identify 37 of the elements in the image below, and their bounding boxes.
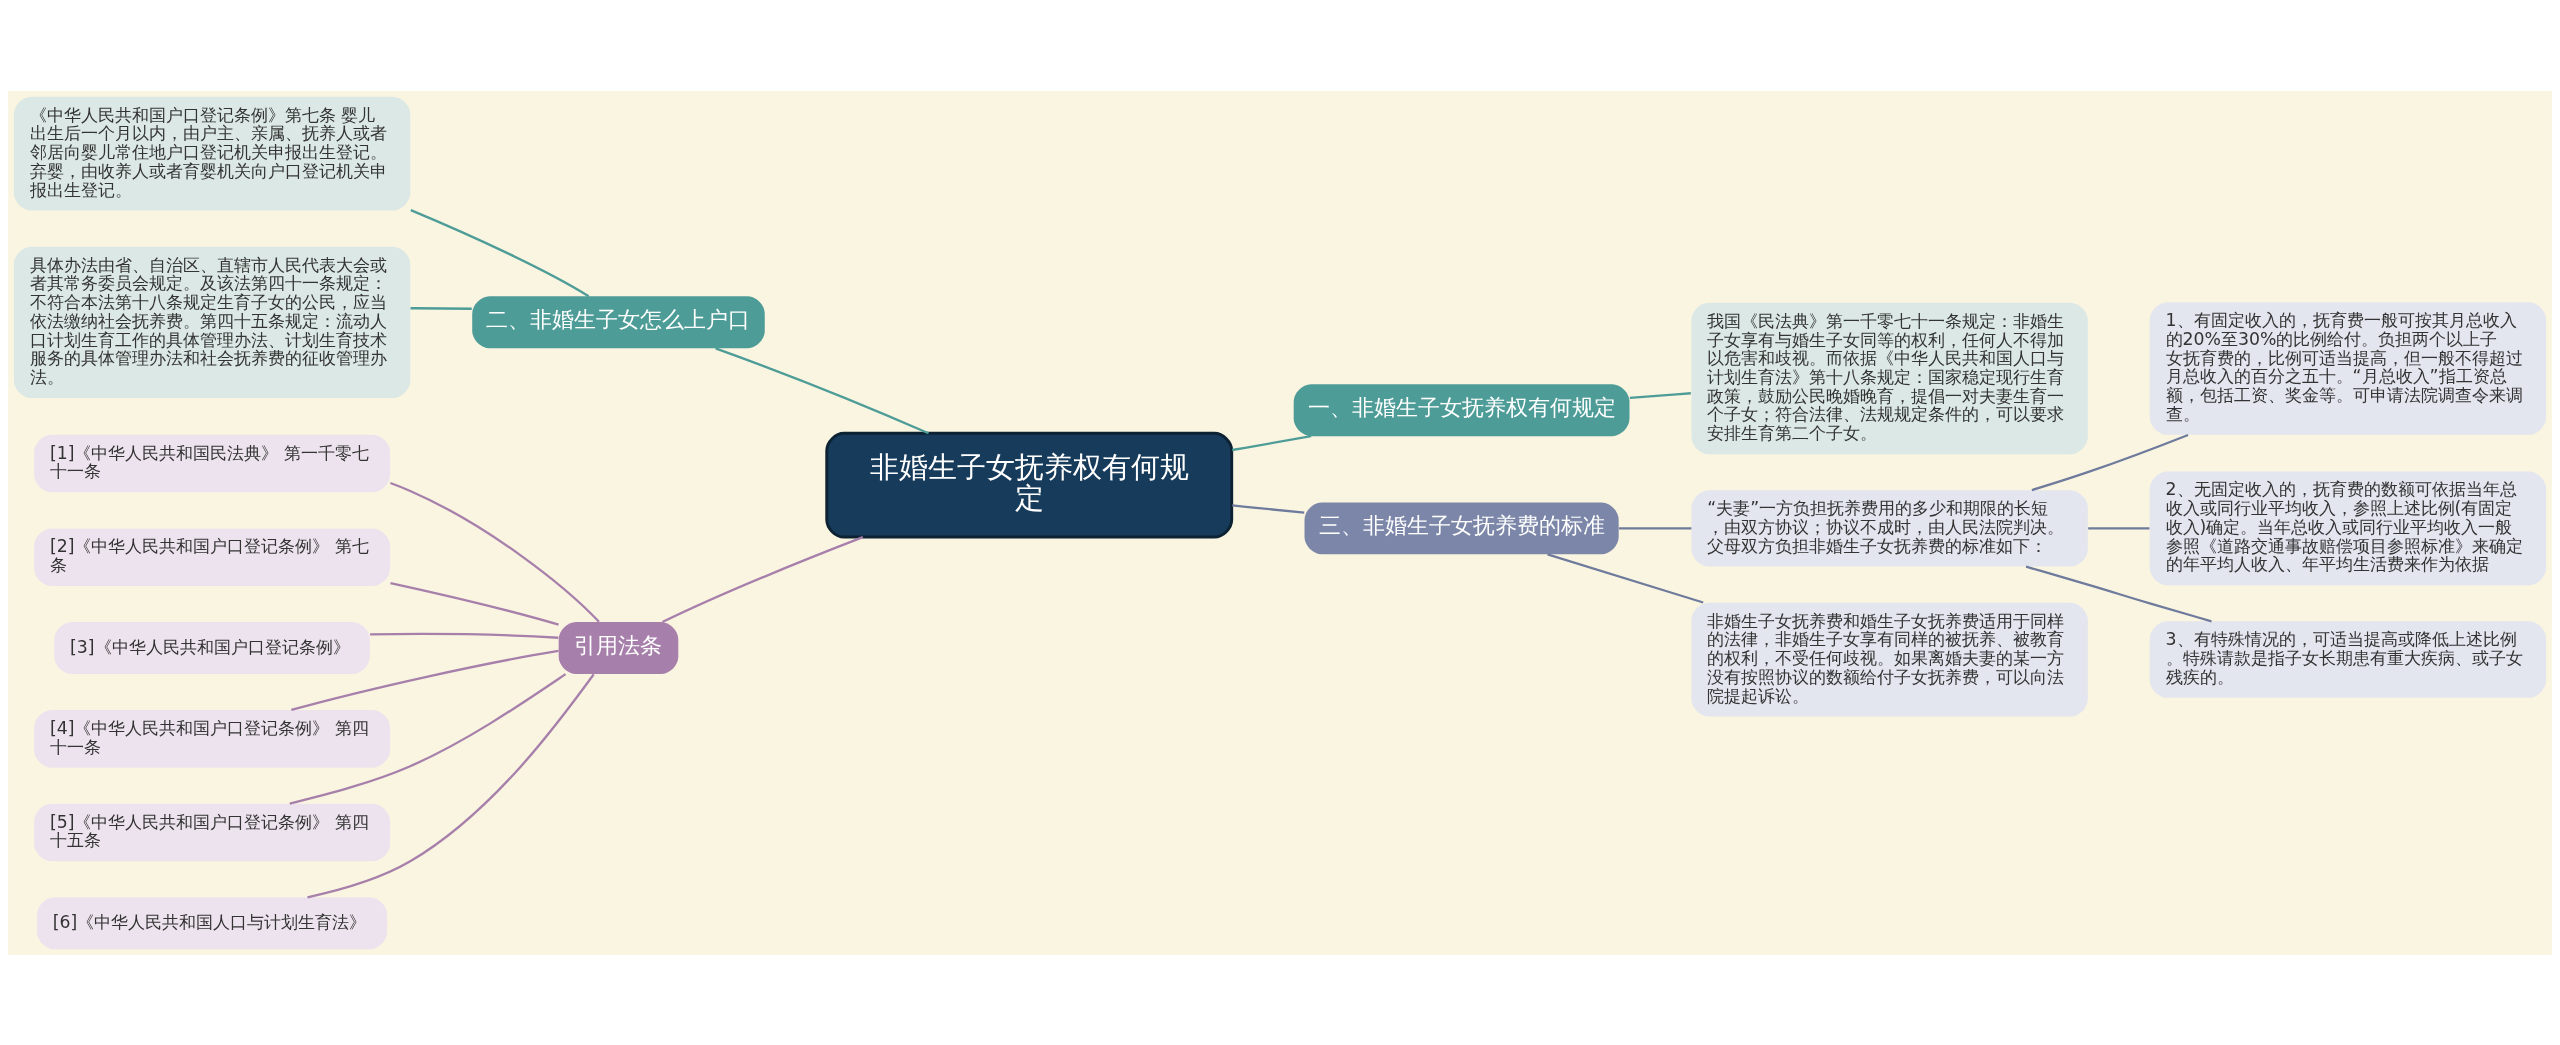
connector	[2088, 526, 2150, 530]
node-box: [1]《中华人民共和国民法典》 第一千零七十一条	[34, 434, 391, 492]
connector	[1232, 434, 1312, 451]
node-box: [4]《中华人民共和国户口登记条例》 第四十一条	[34, 709, 391, 768]
connector	[1232, 503, 1305, 514]
node-box: 非婚生子女抚养权有何规定	[825, 431, 1234, 538]
node-box: 引用法条	[558, 621, 679, 674]
node-box: [6]《中华人民共和国人口与计划生育法》	[36, 896, 388, 949]
node-box: 我国《民法典》第一千零七十一条规定：非婚生子女享有与婚生子女同等的权利，任何人不得加以危害和歧视。而依据《中华人民共和国人口与计划生育法》第十八条规定：国家稳定现行生育政策，鼓励公民晚婚晚育，提倡一对夫妻生育一个子女；符合法律、法规规定条件的，可以要求安排生育第二个子女。	[1691, 302, 2088, 454]
node-box: 非婚生子女抚养费和婚生子女抚养费适用于同样的法律，非婚生子女享有同样的被抚养、被教育的权利，不受任何歧视。如果离婚夫妻的某一方没有按照协议的数额给付子女抚养费，可以向法院提起诉讼。	[1691, 602, 2088, 716]
connector	[2031, 433, 2189, 491]
connector	[410, 208, 590, 297]
node-box: [3]《中华人民共和国户口登记条例》	[54, 621, 370, 674]
node-box: [5]《中华人民共和国户口登记条例》 第四十五条	[34, 803, 391, 861]
node-box: “夫妻”一方负担抚养费用的多少和期限的长短，由双方协议；协议不成时，由人民法院判决。父母双方负担非婚生子女抚养费的标准如下：	[1691, 489, 2088, 567]
node-box: 具体办法由省、自治区、直辖市人民代表大会或者其常务委员会规定。及该法第四十一条规定：不符合本法第十八条规定生育子女的公民，应当依法缴纳社会抚养费。第四十五条规定：流动人口计划生育工作的具体管理办法、计划生育技术服务的具体管理办法和社会抚养费的征收管理办法。	[13, 246, 411, 398]
connector	[1618, 526, 1692, 530]
connector	[390, 581, 559, 626]
node-box: 一、非婚生子女抚养权有何规定	[1293, 383, 1630, 436]
node-box: 三、非婚生子女抚养费的标准	[1304, 501, 1619, 554]
connector	[1547, 552, 1704, 604]
connector	[289, 672, 567, 805]
connector	[1629, 391, 1691, 399]
connector	[390, 481, 600, 623]
node-box: 2、无固定收入的，抚育费的数额可依据当年总收入或同行业平均收入，参照上述比例(有固定收入)确定。当年总收入或同行业平均收入一般参照《道路交通事故赔偿项目参照标准》来确定的年平均人收入、年平均生活费来作为依据	[2149, 471, 2547, 585]
connector	[370, 632, 559, 639]
node-box: 1、有固定收入的，抚育费一般可按其月总收入的20%至30%的比例给付。负担两个以上子女抚育费的，比例可适当提高，但一般不得超过月总收入的百分之五十。“月总收入”指工资总额，包括工资、奖金等。可申请法院调查令来调查。	[2149, 301, 2547, 435]
connector	[661, 535, 864, 623]
connector	[291, 649, 559, 711]
connector	[715, 346, 929, 434]
connector	[410, 306, 472, 310]
connector	[307, 673, 595, 898]
connector	[2025, 565, 2212, 622]
node-box: 3、有特殊情况的，可适当提高或降低上述比例。特殊请款是指子女长期患有重大疾病、或子女残疾的。	[2149, 620, 2547, 698]
node-box: [2]《中华人民共和国户口登记条例》 第七条	[34, 527, 391, 586]
node-box: 《中华人民共和国户口登记条例》第七条 婴儿出生后一个月以内，由户主、亲属、抚养人或者邻居向婴儿常住地户口登记机关申报出生登记。弃婴，由收养人或者育婴机关向户口登记机关申报出生登记。	[13, 96, 411, 211]
node-box: 二、非婚生子女怎么上户口	[472, 295, 765, 348]
